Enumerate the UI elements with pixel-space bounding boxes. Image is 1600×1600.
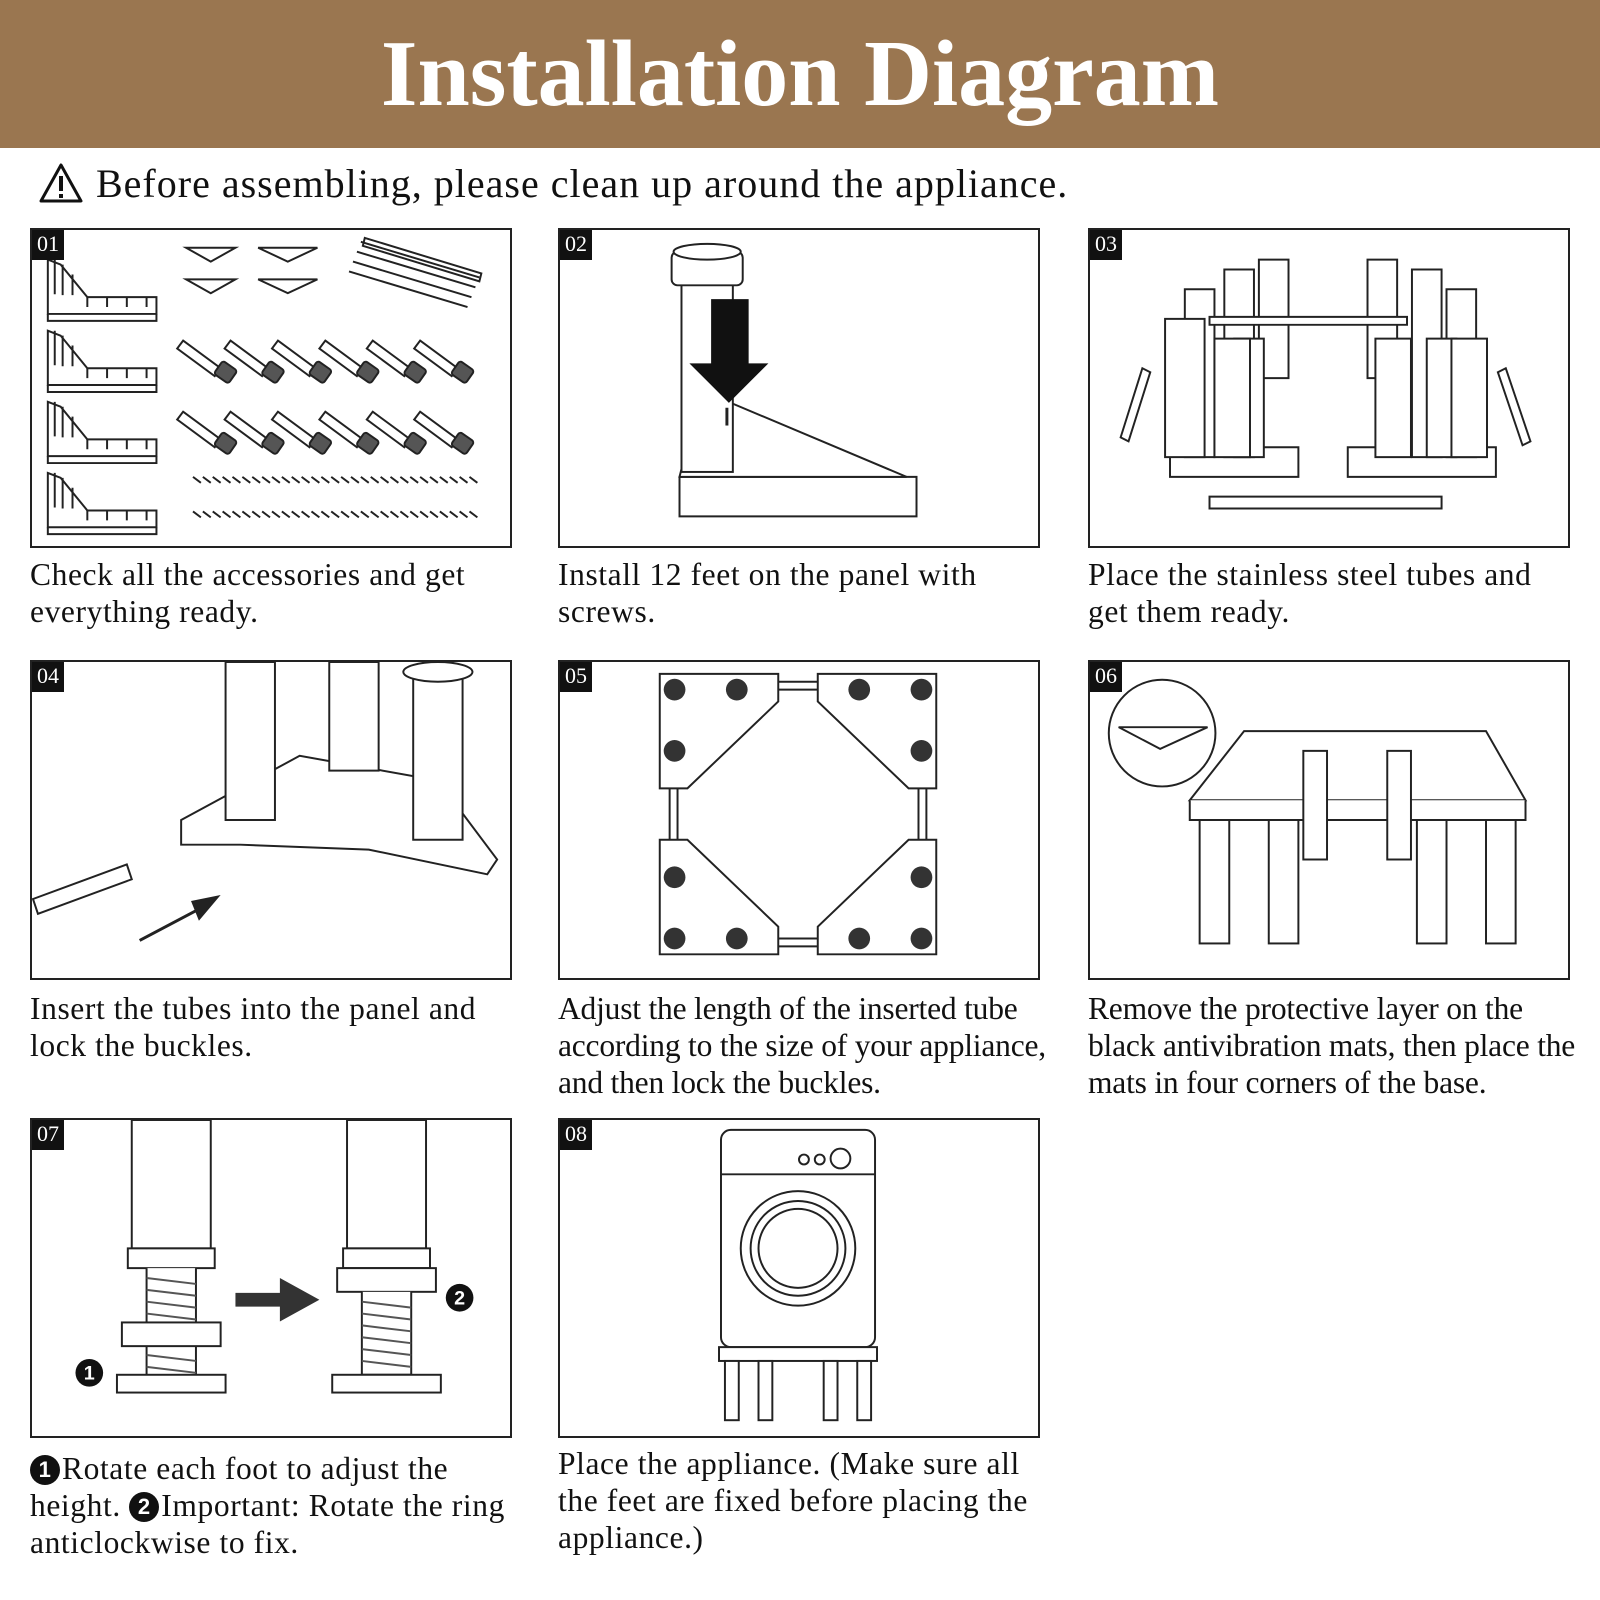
step-02-badge: 02 — [560, 230, 592, 260]
accessories-drawing — [46, 236, 483, 536]
washing-machine-drawing — [718, 1128, 878, 1422]
step-06-illustration: 06 — [1088, 660, 1570, 980]
mats-drawing — [1107, 678, 1528, 945]
step-01-illustration: 01 — [30, 228, 512, 548]
marker-1-label: 1 — [84, 1363, 95, 1385]
step-02-caption: Install 12 feet on the panel with screws… — [558, 557, 977, 629]
step-07-caption-part2: Important: Rotate the ring anticlockwise… — [30, 1488, 505, 1560]
step-08-caption: Place the appliance. (Make sure all the … — [558, 1446, 1028, 1555]
adjust-foot-drawing: 1 2 — [75, 1120, 474, 1394]
step-05-badge: 05 — [560, 662, 592, 692]
step-03-illustration: 03 — [1088, 228, 1570, 548]
step-03-caption: Place the stainless steel tubes and get … — [1088, 557, 1532, 629]
step-03-badge: 03 — [1090, 230, 1122, 260]
step-07-caption-part1: Rotate each foot to adjust the height. — [30, 1451, 449, 1523]
marker-1-icon — [75, 1358, 104, 1387]
step-01-badge: 01 — [32, 230, 64, 260]
step-01-caption: Check all the accessories and get everyt… — [30, 557, 466, 629]
step-04-illustration: 04 — [30, 660, 512, 980]
step-05-caption: Adjust the length of the inserted tube a… — [558, 991, 1046, 1100]
marker-2-label: 2 — [454, 1288, 465, 1310]
tubes-drawing — [1119, 258, 1532, 510]
step-06-badge: 06 — [1090, 662, 1122, 692]
insert-tubes-drawing — [32, 662, 499, 942]
step-08-badge: 08 — [560, 1120, 592, 1150]
foot-screw-drawing — [670, 242, 918, 518]
caption-marker-2-icon: 2 — [129, 1492, 160, 1522]
caption-marker-1-icon: 1 — [30, 1455, 60, 1485]
step-07-badge: 07 — [32, 1120, 64, 1150]
warning-text: Before assembling, please clean up aroun… — [96, 161, 1069, 206]
header-banner: Installation Diagram — [0, 0, 1600, 148]
warning-icon — [39, 163, 83, 202]
step-04-badge: 04 — [32, 662, 64, 692]
step-06-caption: Remove the protective layer on the black… — [1088, 991, 1576, 1100]
step-05-illustration: 05 — [558, 660, 1040, 980]
page-title: Installation Diagram — [380, 22, 1220, 126]
step-04-caption: Insert the tubes into the panel and lock… — [30, 991, 477, 1063]
warning-line: Before assembling, please clean up aroun… — [38, 160, 1068, 207]
marker-2-icon — [445, 1283, 474, 1312]
frame-top-view-drawing — [658, 672, 938, 956]
step-08-illustration: 08 — [558, 1118, 1040, 1438]
step-02-illustration: 02 — [558, 228, 1040, 548]
step-07-illustration: 07 1 2 — [30, 1118, 512, 1438]
